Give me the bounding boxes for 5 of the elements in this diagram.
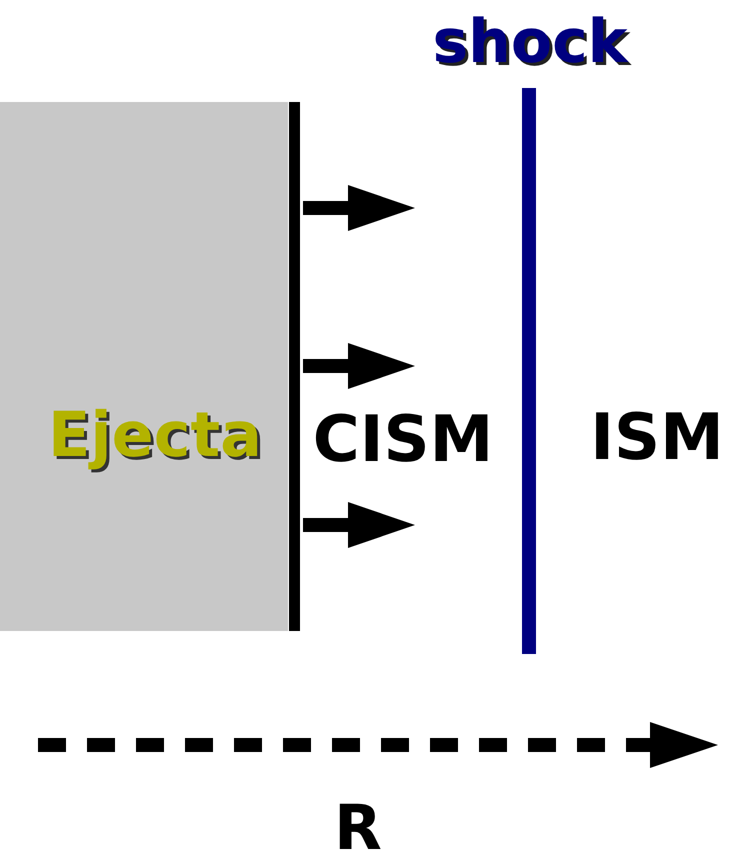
region-label: CISM <box>312 408 494 472</box>
shock-label: shock <box>432 12 628 72</box>
region-label: ISM <box>590 406 724 470</box>
axis-label: R <box>334 797 382 851</box>
ejecta-region <box>0 102 288 631</box>
